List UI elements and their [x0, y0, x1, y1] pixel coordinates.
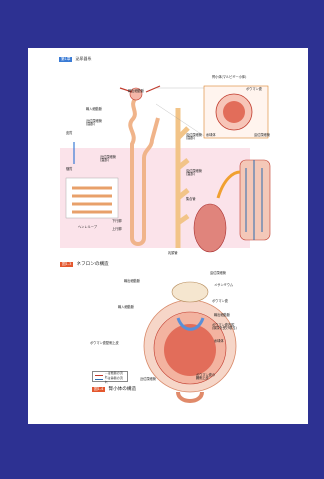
figure1-caption: 図1-3 ネフロンの構造: [60, 261, 109, 267]
label-f2-bowman-inner: ボウマン嚢内腔 (原尿を受け取る): [212, 324, 237, 330]
book-page: 第1章 泌尿器系: [28, 48, 308, 424]
label-f2-proximal: 近位尿細管: [140, 378, 156, 381]
label-glomerulus: 糸球体: [206, 134, 216, 137]
figure1-title: ネフロンの構造: [76, 261, 108, 267]
label-f2-afferent: 輸入細動脈: [118, 306, 134, 309]
label-collecting-duct: 集合管: [186, 198, 196, 201]
label-cortex: 皮質: [66, 132, 72, 135]
proximal-tubule-exit: [178, 392, 202, 401]
label-f2-bowman-visceral: ボウマン嚢の 臓側上皮: [196, 374, 215, 380]
label-afferent-arteriole: 輸入細動脈: [86, 108, 102, 111]
distal-tubule-section: [172, 282, 208, 302]
label-proximal-straight: 近位尿細管 (直部): [100, 156, 116, 162]
label-descending-limb: 下行脚: [112, 220, 122, 223]
corpuscle-glomerulus: [164, 324, 216, 376]
label-distal-straight: 遠位尿細管 (直部): [186, 170, 202, 176]
figure2-caption: 図1-4 腎小体の構造: [92, 386, 136, 392]
label-papillary-duct: 乳頭管: [168, 252, 178, 255]
label-f2-bowman: ボウマン嚢: [212, 300, 228, 303]
label-f2-bowman-parietal: ボウマン嚢壁側上皮: [90, 342, 119, 345]
renal-tissue-block: [240, 160, 270, 240]
figure2-badge: 図1-4: [92, 387, 105, 392]
corpuscle-inset-core: [223, 101, 245, 123]
label-renal-corpuscle: 腎小体(マルピギー小体): [212, 76, 246, 79]
nephron-illustration: [28, 48, 308, 424]
label-f2-distal: 遠位尿細管: [210, 272, 226, 275]
label-bowman-capsule: ボウマン嚢: [246, 88, 262, 91]
kidney-section: [194, 204, 226, 252]
label-efferent-arteriole: 輸出細動脈: [128, 90, 144, 93]
label-medulla: 髄質: [66, 168, 72, 171]
label-f2-glomerulus: 糸球体: [214, 340, 224, 343]
label-loop-of-henle: ヘンレループ: [78, 226, 97, 229]
figure2-title: 腎小体の構造: [108, 386, 136, 392]
label-f2-mesangium: メサンギウム: [214, 284, 233, 287]
label-vas: 遠位尿細管: [254, 134, 270, 137]
label-f2-efferent2: 輸出細動脈: [214, 314, 230, 317]
label-ascending-limb: 上行脚: [112, 228, 122, 231]
label-f2-efferent: 輸出細動脈: [124, 280, 140, 283]
figure1-badge: 図1-3: [60, 262, 73, 267]
flow-legend: …は動脈の流れ …は静脈の流れ: [92, 371, 128, 382]
label-distal-tubule: 遠位尿細管 (曲部): [186, 134, 202, 140]
label-proximal-tubule: 近位尿細管 (曲部): [86, 120, 102, 126]
legend-venous: …は静脈の流れ: [95, 378, 125, 383]
